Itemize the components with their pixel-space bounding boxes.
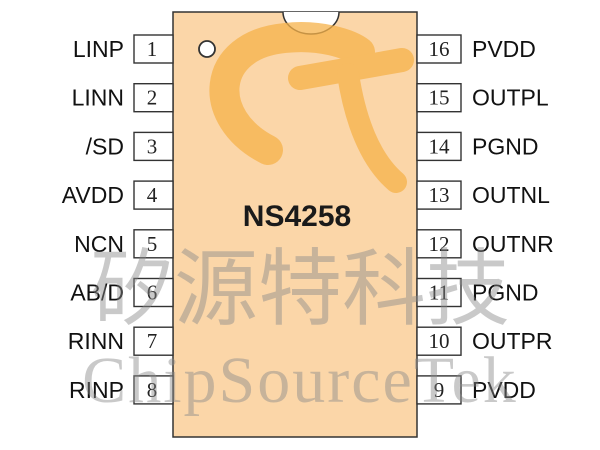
pin-label: OUTNR xyxy=(472,231,554,257)
pin-number: 3 xyxy=(147,134,158,158)
right-pin: 9 PVDD xyxy=(416,375,536,405)
pin-label: /SD xyxy=(86,133,124,159)
pin-number: 16 xyxy=(429,37,450,61)
pin-box xyxy=(416,375,462,405)
pin-box xyxy=(416,82,462,113)
pin-box xyxy=(416,34,462,64)
right-pin: 16 PVDD xyxy=(416,34,536,64)
pin-label: OUTNL xyxy=(472,182,550,208)
left-pin: 2 LINN xyxy=(72,82,174,113)
pin-box xyxy=(416,229,462,259)
pin-number: 8 xyxy=(147,378,158,402)
pin-box xyxy=(133,82,174,113)
pin-box xyxy=(133,375,174,405)
pin-box xyxy=(416,326,462,356)
pin-label: LINP xyxy=(73,36,124,62)
watermark-en: ChipSourceTek xyxy=(82,344,518,417)
pin-number: 14 xyxy=(429,134,451,158)
pin-number: 1 xyxy=(147,37,158,61)
pin-label: NCN xyxy=(74,231,124,257)
brand-logo-icon xyxy=(209,22,414,193)
pin-label: OUTPL xyxy=(472,85,549,111)
pin-number: 13 xyxy=(429,183,450,207)
pin-box xyxy=(133,34,174,64)
left-pin: 7 RINN xyxy=(68,326,174,356)
left-pin: 4 AVDD xyxy=(62,180,174,210)
pin-label: AB/D xyxy=(70,280,124,306)
pin-number: 7 xyxy=(147,329,158,353)
right-pin: 11 PGND xyxy=(416,277,538,308)
pin-number: 12 xyxy=(429,232,450,256)
chip-name: NS4258 xyxy=(243,200,351,233)
right-pin: 10 OUTPR xyxy=(416,326,553,356)
pin-box xyxy=(133,326,174,356)
pin-label: PGND xyxy=(472,133,538,159)
pin-number: 11 xyxy=(429,281,449,305)
pin-box xyxy=(416,180,462,210)
pin-box xyxy=(133,180,174,210)
pin-label: PVDD xyxy=(472,377,536,403)
pin-box xyxy=(416,277,462,308)
right-pin: 13 OUTNL xyxy=(416,180,550,210)
left-pin: 8 RINP xyxy=(69,375,174,405)
pin-number: 9 xyxy=(434,378,445,402)
right-pin: 15 OUTPL xyxy=(416,82,549,113)
pin-number: 15 xyxy=(429,86,450,110)
pin-label: AVDD xyxy=(62,182,124,208)
left-pins: 1 LINP 2 LINN 3/SD 4 AVDD 5 NCN 6 AB/D 7 RINN 8 RINP xyxy=(62,34,174,405)
pin-label: PGND xyxy=(472,280,538,306)
pin1-marker-dot xyxy=(198,40,216,58)
left-pin: 5 NCN xyxy=(74,229,174,259)
right-pin: 12 OUTNR xyxy=(416,229,554,259)
pin-number: 2 xyxy=(147,86,158,110)
pin-number: 5 xyxy=(147,232,158,256)
pin-box xyxy=(133,131,174,162)
pin-label: LINN xyxy=(72,85,124,111)
pin-label: OUTPR xyxy=(472,328,553,354)
pin-box xyxy=(416,131,462,162)
pin-label: PVDD xyxy=(472,36,536,62)
pin-label: RINN xyxy=(68,328,124,354)
right-pin: 14 PGND xyxy=(416,131,538,162)
watermark-cn: 矽源特科技 xyxy=(90,240,510,338)
pin-box xyxy=(133,277,174,308)
pin-number: 10 xyxy=(429,329,450,353)
pin-label: RINP xyxy=(69,377,124,403)
left-pin: 6 AB/D xyxy=(70,277,174,308)
pin-box xyxy=(133,229,174,259)
pin-number: 4 xyxy=(147,183,158,207)
pin-number: 6 xyxy=(147,281,158,305)
left-pin: 3/SD xyxy=(86,131,174,162)
left-pin: 1 LINP xyxy=(73,34,174,64)
